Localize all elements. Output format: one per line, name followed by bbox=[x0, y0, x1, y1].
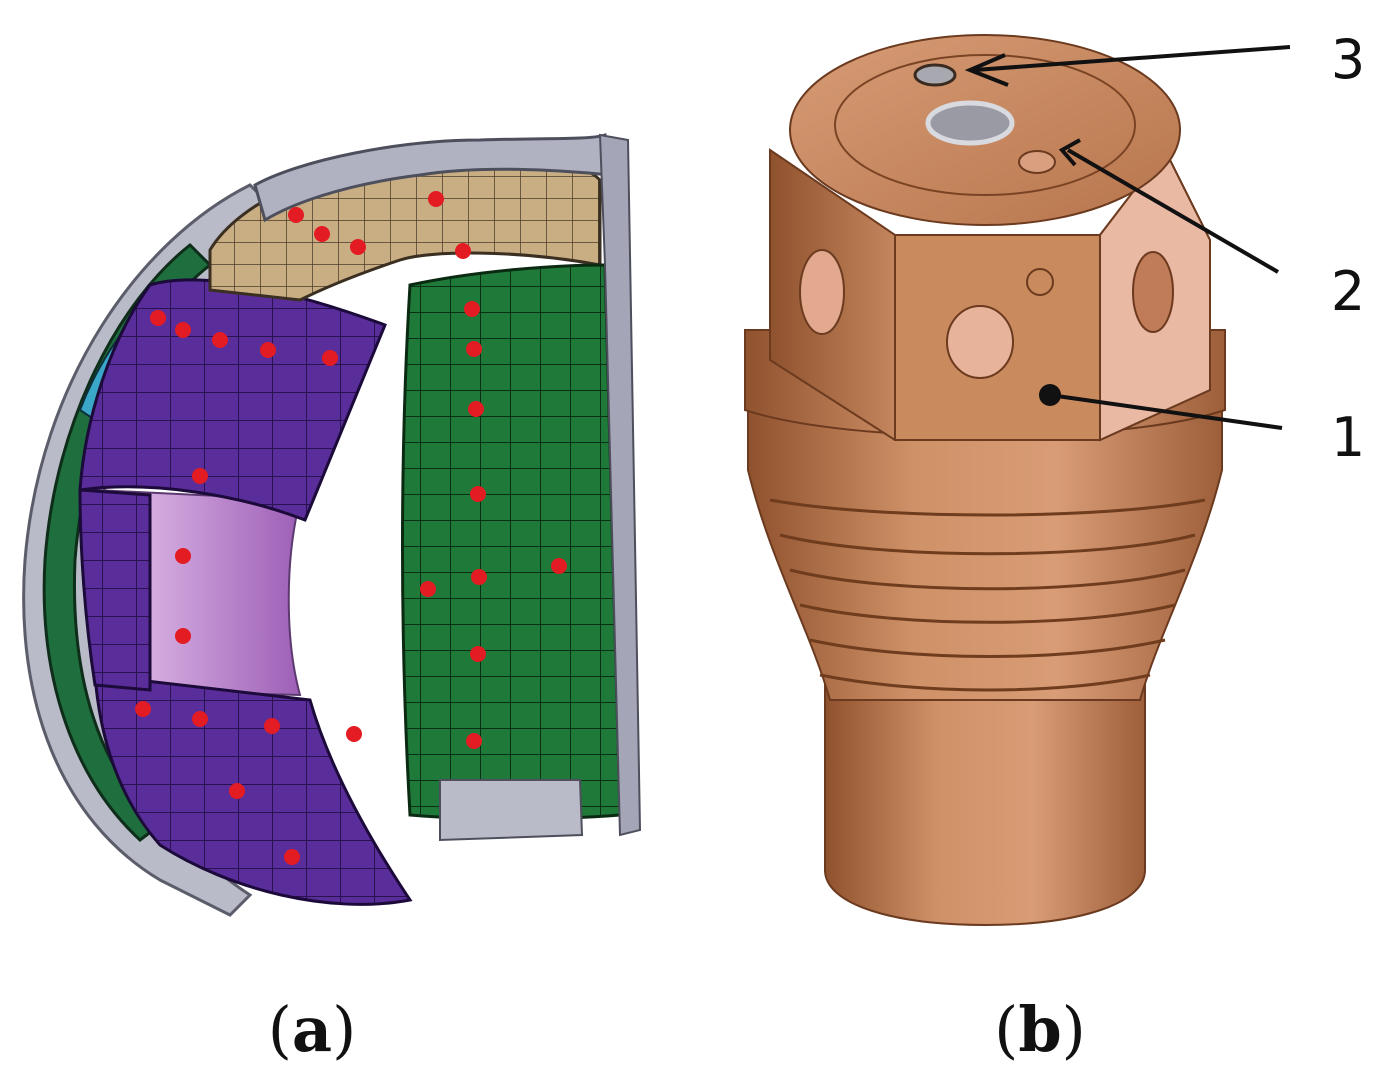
probe-threaded-section bbox=[747, 399, 1223, 701]
lower-purple-panel bbox=[93, 673, 413, 906]
side-hole-right bbox=[1132, 251, 1174, 333]
callout-leaders bbox=[964, 45, 1291, 430]
sensor-dot bbox=[322, 350, 338, 366]
right-green-panel bbox=[401, 263, 622, 821]
sensor-dot bbox=[135, 701, 151, 717]
sensor-dot bbox=[428, 191, 444, 207]
top-hole-small bbox=[913, 63, 957, 87]
sensor-dot bbox=[470, 486, 486, 502]
front-hole-large bbox=[946, 305, 1014, 379]
sensor-dot bbox=[464, 301, 480, 317]
side-hole-left bbox=[799, 249, 845, 335]
sensor-dot bbox=[192, 711, 208, 727]
arrowhead-2 bbox=[1058, 138, 1081, 167]
sensor-dot bbox=[468, 401, 484, 417]
callout-label-1: 1 bbox=[1330, 406, 1366, 469]
sensor-dot bbox=[175, 628, 191, 644]
arrowhead-3 bbox=[964, 53, 1009, 87]
panel-b-copper-probe bbox=[744, 34, 1291, 927]
sensor-dot bbox=[455, 243, 471, 259]
sensor-dots bbox=[135, 191, 567, 865]
sensor-dot bbox=[346, 726, 362, 742]
sensor-dot bbox=[466, 341, 482, 357]
probe-top-inner-ring bbox=[834, 54, 1136, 196]
right-grey-edge bbox=[598, 133, 642, 837]
caption-letter-a: a bbox=[291, 993, 333, 1066]
sensor-dot bbox=[175, 322, 191, 338]
sensor-dot bbox=[150, 310, 166, 326]
sensor-dot bbox=[260, 342, 276, 358]
side-purple-band bbox=[78, 488, 152, 692]
callout-label-3: 3 bbox=[1330, 28, 1366, 91]
caption-letter-b: b bbox=[1018, 993, 1062, 1066]
caption-panel-a: (a) bbox=[267, 993, 357, 1066]
leader-line-2 bbox=[1066, 148, 1280, 274]
sensor-dot bbox=[192, 468, 208, 484]
sensor-dot bbox=[470, 646, 486, 662]
sensor-dot bbox=[288, 207, 304, 223]
sensor-dot bbox=[314, 226, 330, 242]
sensor-dot bbox=[264, 718, 280, 734]
leader-line-1 bbox=[1049, 393, 1283, 430]
sensor-dot bbox=[471, 569, 487, 585]
probe-bottom-cylinder bbox=[824, 659, 1146, 927]
top-hole-port bbox=[1018, 150, 1056, 174]
sensor-dot bbox=[551, 558, 567, 574]
callout-dot-1 bbox=[1039, 384, 1061, 406]
sensor-dot bbox=[466, 733, 482, 749]
sensor-dot bbox=[284, 849, 300, 865]
thread-grooves bbox=[769, 498, 1206, 692]
top-hole-large bbox=[925, 100, 1015, 146]
sensor-dot bbox=[212, 332, 228, 348]
sensor-dot bbox=[175, 548, 191, 564]
caption-panel-b: (b) bbox=[994, 993, 1086, 1066]
sensor-dot bbox=[229, 783, 245, 799]
bottom-grey-support bbox=[439, 779, 584, 842]
sensor-dot bbox=[420, 581, 436, 597]
sensor-dot bbox=[350, 239, 366, 255]
panel-a-first-wall-model bbox=[22, 133, 642, 917]
callout-label-2: 2 bbox=[1330, 260, 1366, 323]
front-hole-small bbox=[1026, 268, 1054, 296]
leader-line-3 bbox=[974, 45, 1291, 72]
